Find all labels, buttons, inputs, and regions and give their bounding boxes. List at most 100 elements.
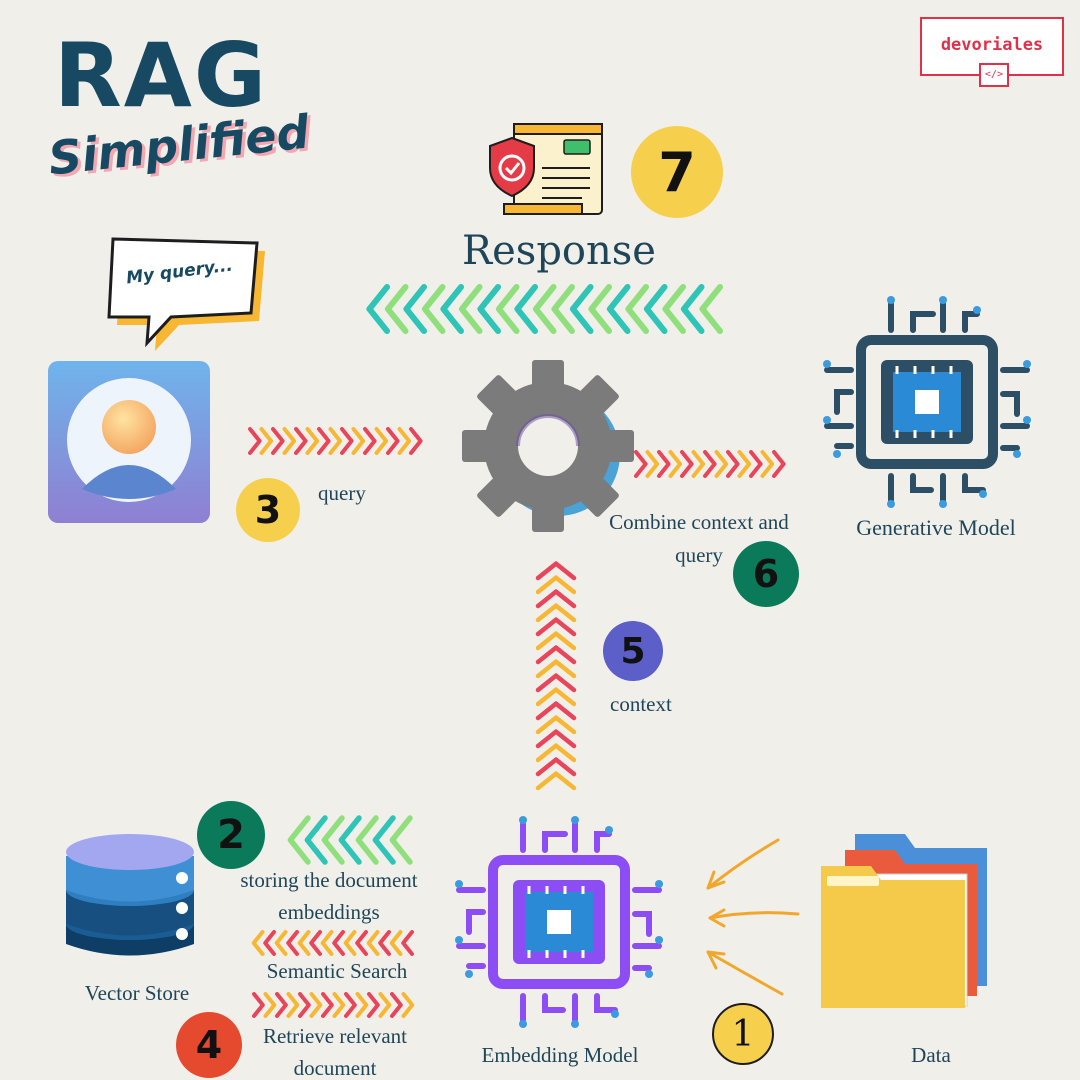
chevron-mark (259, 427, 274, 455)
chevron-mark (691, 450, 706, 478)
chevron-mark (274, 930, 288, 956)
chevron-mark (363, 427, 377, 455)
chevron-mark (634, 450, 648, 478)
embedding-model-label: Embedding Model (481, 1043, 639, 1067)
chevron-mark (378, 992, 392, 1018)
semantic-search-arrow (251, 930, 414, 956)
step-badge-7: 7 (631, 126, 723, 218)
chevron-mark (386, 427, 400, 455)
chevron-mark (535, 617, 577, 637)
response-arrow (366, 284, 723, 334)
chevron-mark (287, 815, 311, 865)
retrieve-arrow (252, 992, 415, 1018)
chevron-mark (298, 992, 311, 1018)
chevron-mark (275, 992, 288, 1018)
chevron-mark (367, 992, 380, 1018)
chevron-mark (252, 992, 265, 1018)
brand-code-icon: </> (979, 63, 1009, 87)
semantic-search-label: Semantic Search (266, 959, 408, 983)
chevron-mark (643, 284, 668, 334)
chevron-mark (535, 673, 577, 693)
combine-label: Combine context and query (609, 510, 789, 567)
chevron-mark (251, 930, 265, 956)
chevron-mark (271, 427, 285, 455)
chevron-mark (477, 284, 501, 334)
chevron-mark (535, 575, 577, 595)
embedding-model-chip-icon (455, 816, 663, 1028)
chevron-mark (699, 284, 723, 334)
chevron-mark (662, 284, 686, 334)
chevron-mark (535, 645, 577, 665)
user-avatar (48, 361, 210, 523)
chevron-mark (668, 450, 683, 478)
chevron-mark (384, 284, 409, 334)
chevron-mark (535, 743, 577, 763)
chevron-mark (304, 815, 328, 865)
response-document-icon (489, 123, 603, 215)
chevron-mark (409, 427, 423, 455)
user-icon (67, 378, 191, 502)
speech-bubble (107, 237, 265, 351)
chevron-mark (286, 992, 300, 1018)
chevron-mark (760, 450, 775, 478)
chevron-mark (294, 427, 308, 455)
combine-arrow (634, 450, 786, 478)
chevron-mark (355, 992, 369, 1018)
chevron-mark (625, 284, 649, 334)
chevron-mark (772, 450, 786, 478)
chevron-mark (535, 771, 577, 791)
chevron-mark (263, 992, 277, 1018)
chevron-mark (606, 284, 631, 334)
chevron-mark (440, 284, 464, 334)
generative-model-label: Generative Model (856, 515, 1016, 540)
chevron-mark (657, 450, 671, 478)
chevron-mark (389, 815, 413, 865)
chevron-mark (321, 992, 334, 1018)
chevron-mark (569, 284, 594, 334)
chevron-mark (495, 284, 520, 334)
brand-logo: devoriales </> (920, 17, 1064, 87)
chevron-mark (680, 284, 705, 334)
chevron-mark (374, 427, 389, 455)
chevron-mark (535, 589, 577, 609)
chevron-mark (535, 687, 577, 707)
chevron-mark (726, 450, 740, 478)
chevron-mark (351, 427, 366, 455)
context-arrow (535, 561, 577, 791)
chevron-mark (535, 561, 577, 581)
chevron-mark (286, 930, 299, 956)
step-badge-6: 6 (733, 541, 799, 607)
chevron-mark (343, 930, 357, 956)
chevron-mark (390, 992, 403, 1018)
context-label: context (610, 692, 672, 716)
chevron-mark (372, 815, 396, 865)
retrieve-label: Retrieve relevant document (262, 1024, 407, 1080)
chevron-mark (309, 930, 322, 956)
chevron-mark (321, 815, 345, 865)
chevron-mark (397, 427, 412, 455)
chevron-mark (332, 930, 345, 956)
chevron-mark (320, 930, 334, 956)
chevron-mark (355, 930, 368, 956)
chevron-mark (355, 815, 379, 865)
chevron-mark (389, 930, 403, 956)
chevron-mark (749, 450, 763, 478)
chevron-mark (305, 427, 320, 455)
chevron-mark (338, 815, 362, 865)
chevron-mark (297, 930, 311, 956)
response-label: Response (462, 228, 656, 274)
chevron-mark (551, 284, 575, 334)
brand-name: devoriales (940, 35, 1044, 55)
chevron-mark (328, 427, 343, 455)
chevron-mark (535, 715, 577, 735)
chevron-mark (514, 284, 538, 334)
chevron-mark (403, 284, 427, 334)
data-folder-icon (821, 834, 987, 1008)
chevron-mark (714, 450, 729, 478)
chevron-mark (645, 450, 660, 478)
chevron-mark (401, 992, 415, 1018)
chevron-mark (535, 659, 577, 679)
chevron-mark (317, 427, 331, 455)
data-label: Data (911, 1043, 951, 1067)
chevron-mark (340, 427, 354, 455)
